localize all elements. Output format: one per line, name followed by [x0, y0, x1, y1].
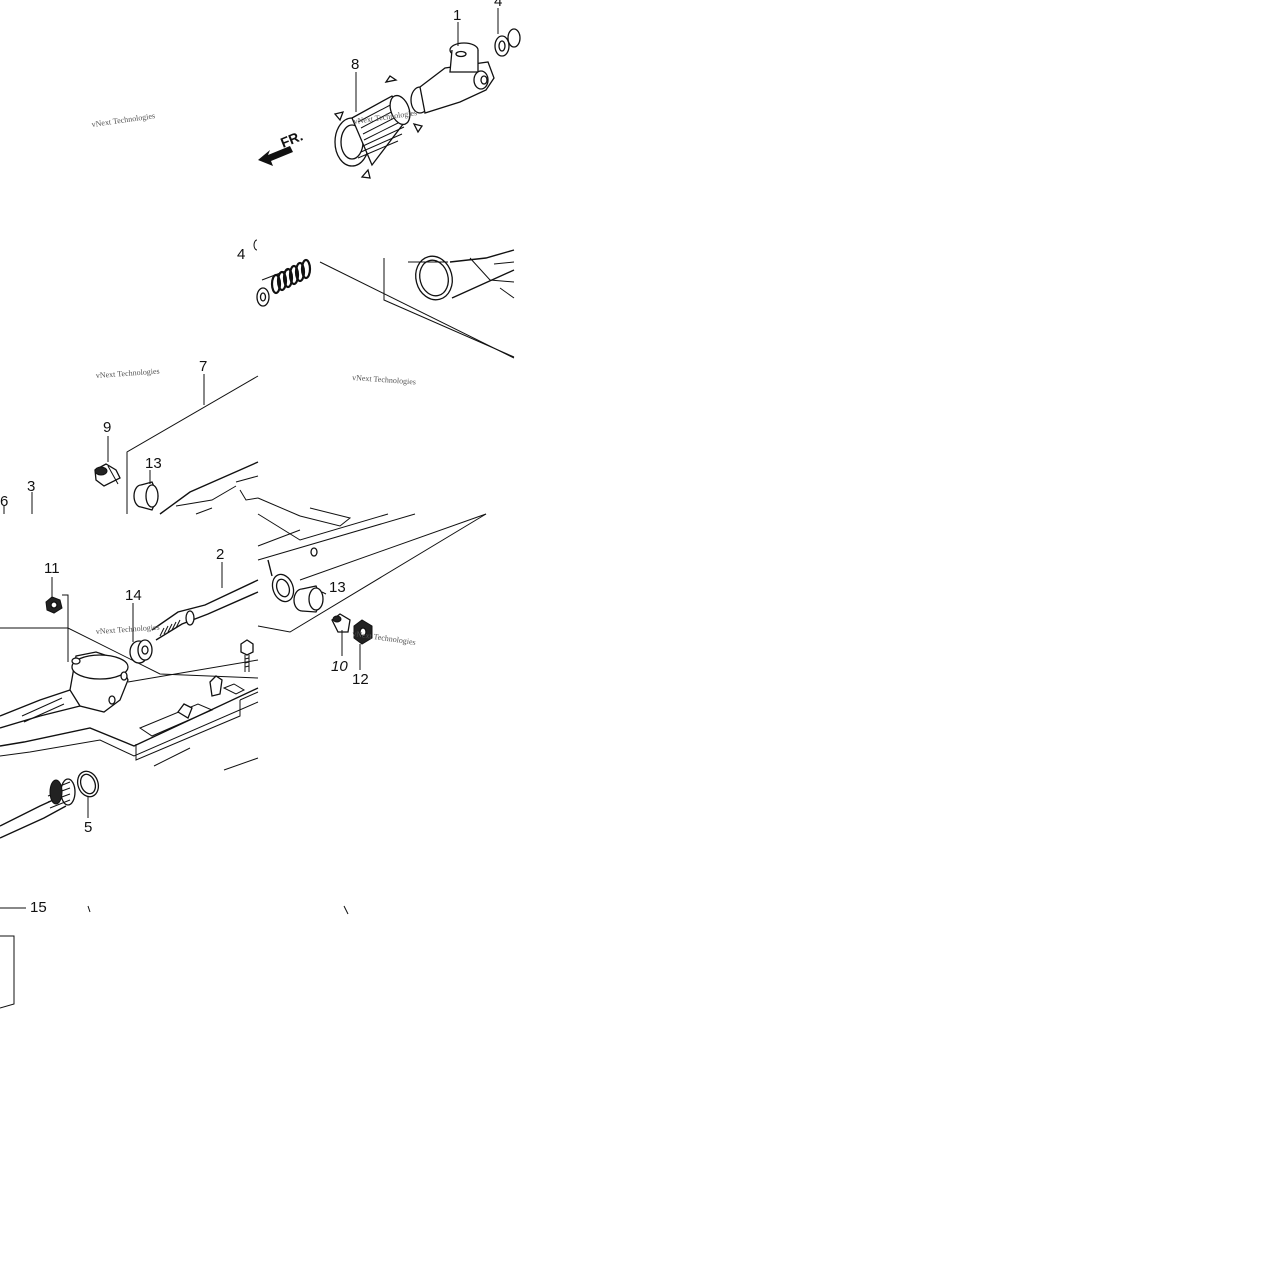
lock-nut-part-12	[353, 619, 373, 645]
front-direction-arrow-icon	[258, 146, 293, 166]
callout-4-middle: 4	[237, 246, 245, 263]
pivot-panel: 7 9 13 vNext Technologies vNext Technolo…	[94, 358, 416, 515]
watermark-middle-right: vNext Technologies	[352, 373, 416, 386]
torque-link	[135, 675, 259, 761]
coil-spring-icon	[270, 258, 312, 295]
o-ring-part-5	[76, 770, 100, 798]
pivot-bolt-part-10	[331, 613, 351, 633]
callout-7: 7	[199, 358, 207, 375]
watermark-middle-left: vNext Technologies	[96, 367, 160, 380]
watermark-lower-right: vNext Technologies	[352, 629, 417, 647]
callout-11: 11	[44, 560, 60, 577]
direction-label: FR.	[278, 127, 305, 150]
callout-9: 9	[103, 419, 111, 436]
arm-end-panel: 13 10 12 vNext Technologies	[257, 497, 487, 688]
output-shaft-spline	[0, 778, 76, 839]
top-panel: FR.	[91, 0, 521, 179]
watermark-lower-left: vNext Technologies	[96, 623, 160, 636]
callout-15: 15	[30, 899, 47, 916]
callout-10: 10	[331, 658, 348, 675]
bevel-gear-housing-part-8	[333, 75, 424, 179]
callout-14: 14	[125, 587, 142, 604]
callout-6: 6	[0, 493, 8, 510]
swingarm-panel: 6 3 11 2 14 5 vNext Technologies	[0, 478, 259, 839]
callout-3: 3	[27, 478, 35, 495]
nut-part-11	[45, 596, 63, 614]
mounting-bolt	[240, 639, 254, 672]
universal-joint-part-1	[410, 42, 495, 114]
callout-5: 5	[84, 819, 92, 836]
watermark-top-left: vNext Technologies	[91, 111, 156, 129]
bottom-panel: 15	[0, 899, 349, 1009]
final-drive-housing	[0, 651, 259, 757]
callout-1: 1	[453, 7, 461, 24]
spring-panel: 4	[237, 239, 515, 359]
callout-13-lower: 13	[329, 579, 346, 596]
washer-part-4-top	[494, 28, 521, 57]
pivot-bolt-part-9	[94, 463, 121, 487]
bushing-part-13-upper	[133, 481, 159, 511]
callout-2: 2	[216, 546, 224, 563]
callout-12: 12	[352, 671, 369, 688]
oil-seal-part-14	[129, 639, 153, 664]
drive-shaft-part-2	[151, 579, 259, 641]
callout-8: 8	[351, 56, 359, 73]
bushing-part-13-lower	[293, 585, 324, 613]
callout-4-top: 4	[494, 0, 502, 10]
callout-13-upper: 13	[145, 455, 162, 472]
